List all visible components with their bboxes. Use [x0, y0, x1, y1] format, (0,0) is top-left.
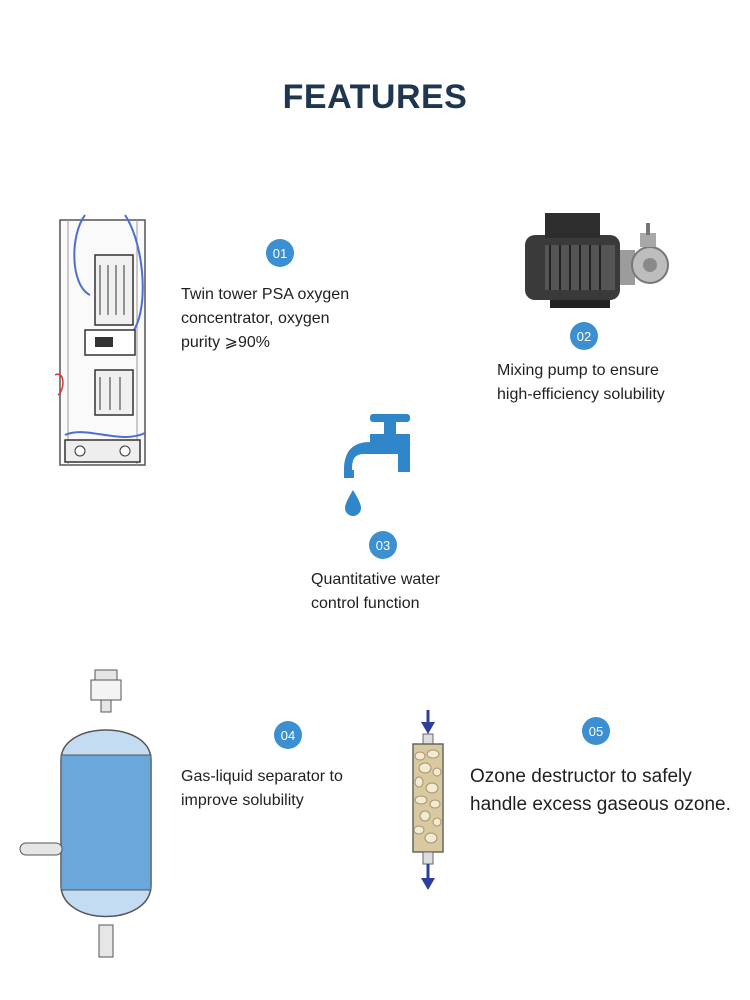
- feature-number-badge: 02: [570, 322, 598, 350]
- feature-description: Mixing pump to ensure high-efficiency so…: [497, 362, 665, 403]
- feature-description: Twin tower PSA oxygen concentrator, oxyg…: [181, 286, 350, 351]
- feature-number-badge: 05: [582, 717, 610, 745]
- ozone-destructor-icon: [412, 710, 444, 890]
- water-faucet-icon: [344, 414, 410, 516]
- feature-description: Gas-liquid separator to improve solubili…: [181, 768, 343, 809]
- feature-number-badge: 01: [266, 239, 294, 267]
- oxygen-concentrator-icon: [54, 214, 146, 466]
- feature-number-badge: 04: [274, 721, 302, 749]
- mixing-pump-icon: [525, 213, 669, 308]
- feature-description: Ozone destructor to safely handle excess…: [470, 766, 731, 815]
- page-title: FEATURES: [282, 78, 468, 116]
- feature-description: Quantitative water control function: [311, 571, 440, 612]
- feature-number-badge: 03: [369, 531, 397, 559]
- gas-liquid-separator-icon: [19, 669, 152, 958]
